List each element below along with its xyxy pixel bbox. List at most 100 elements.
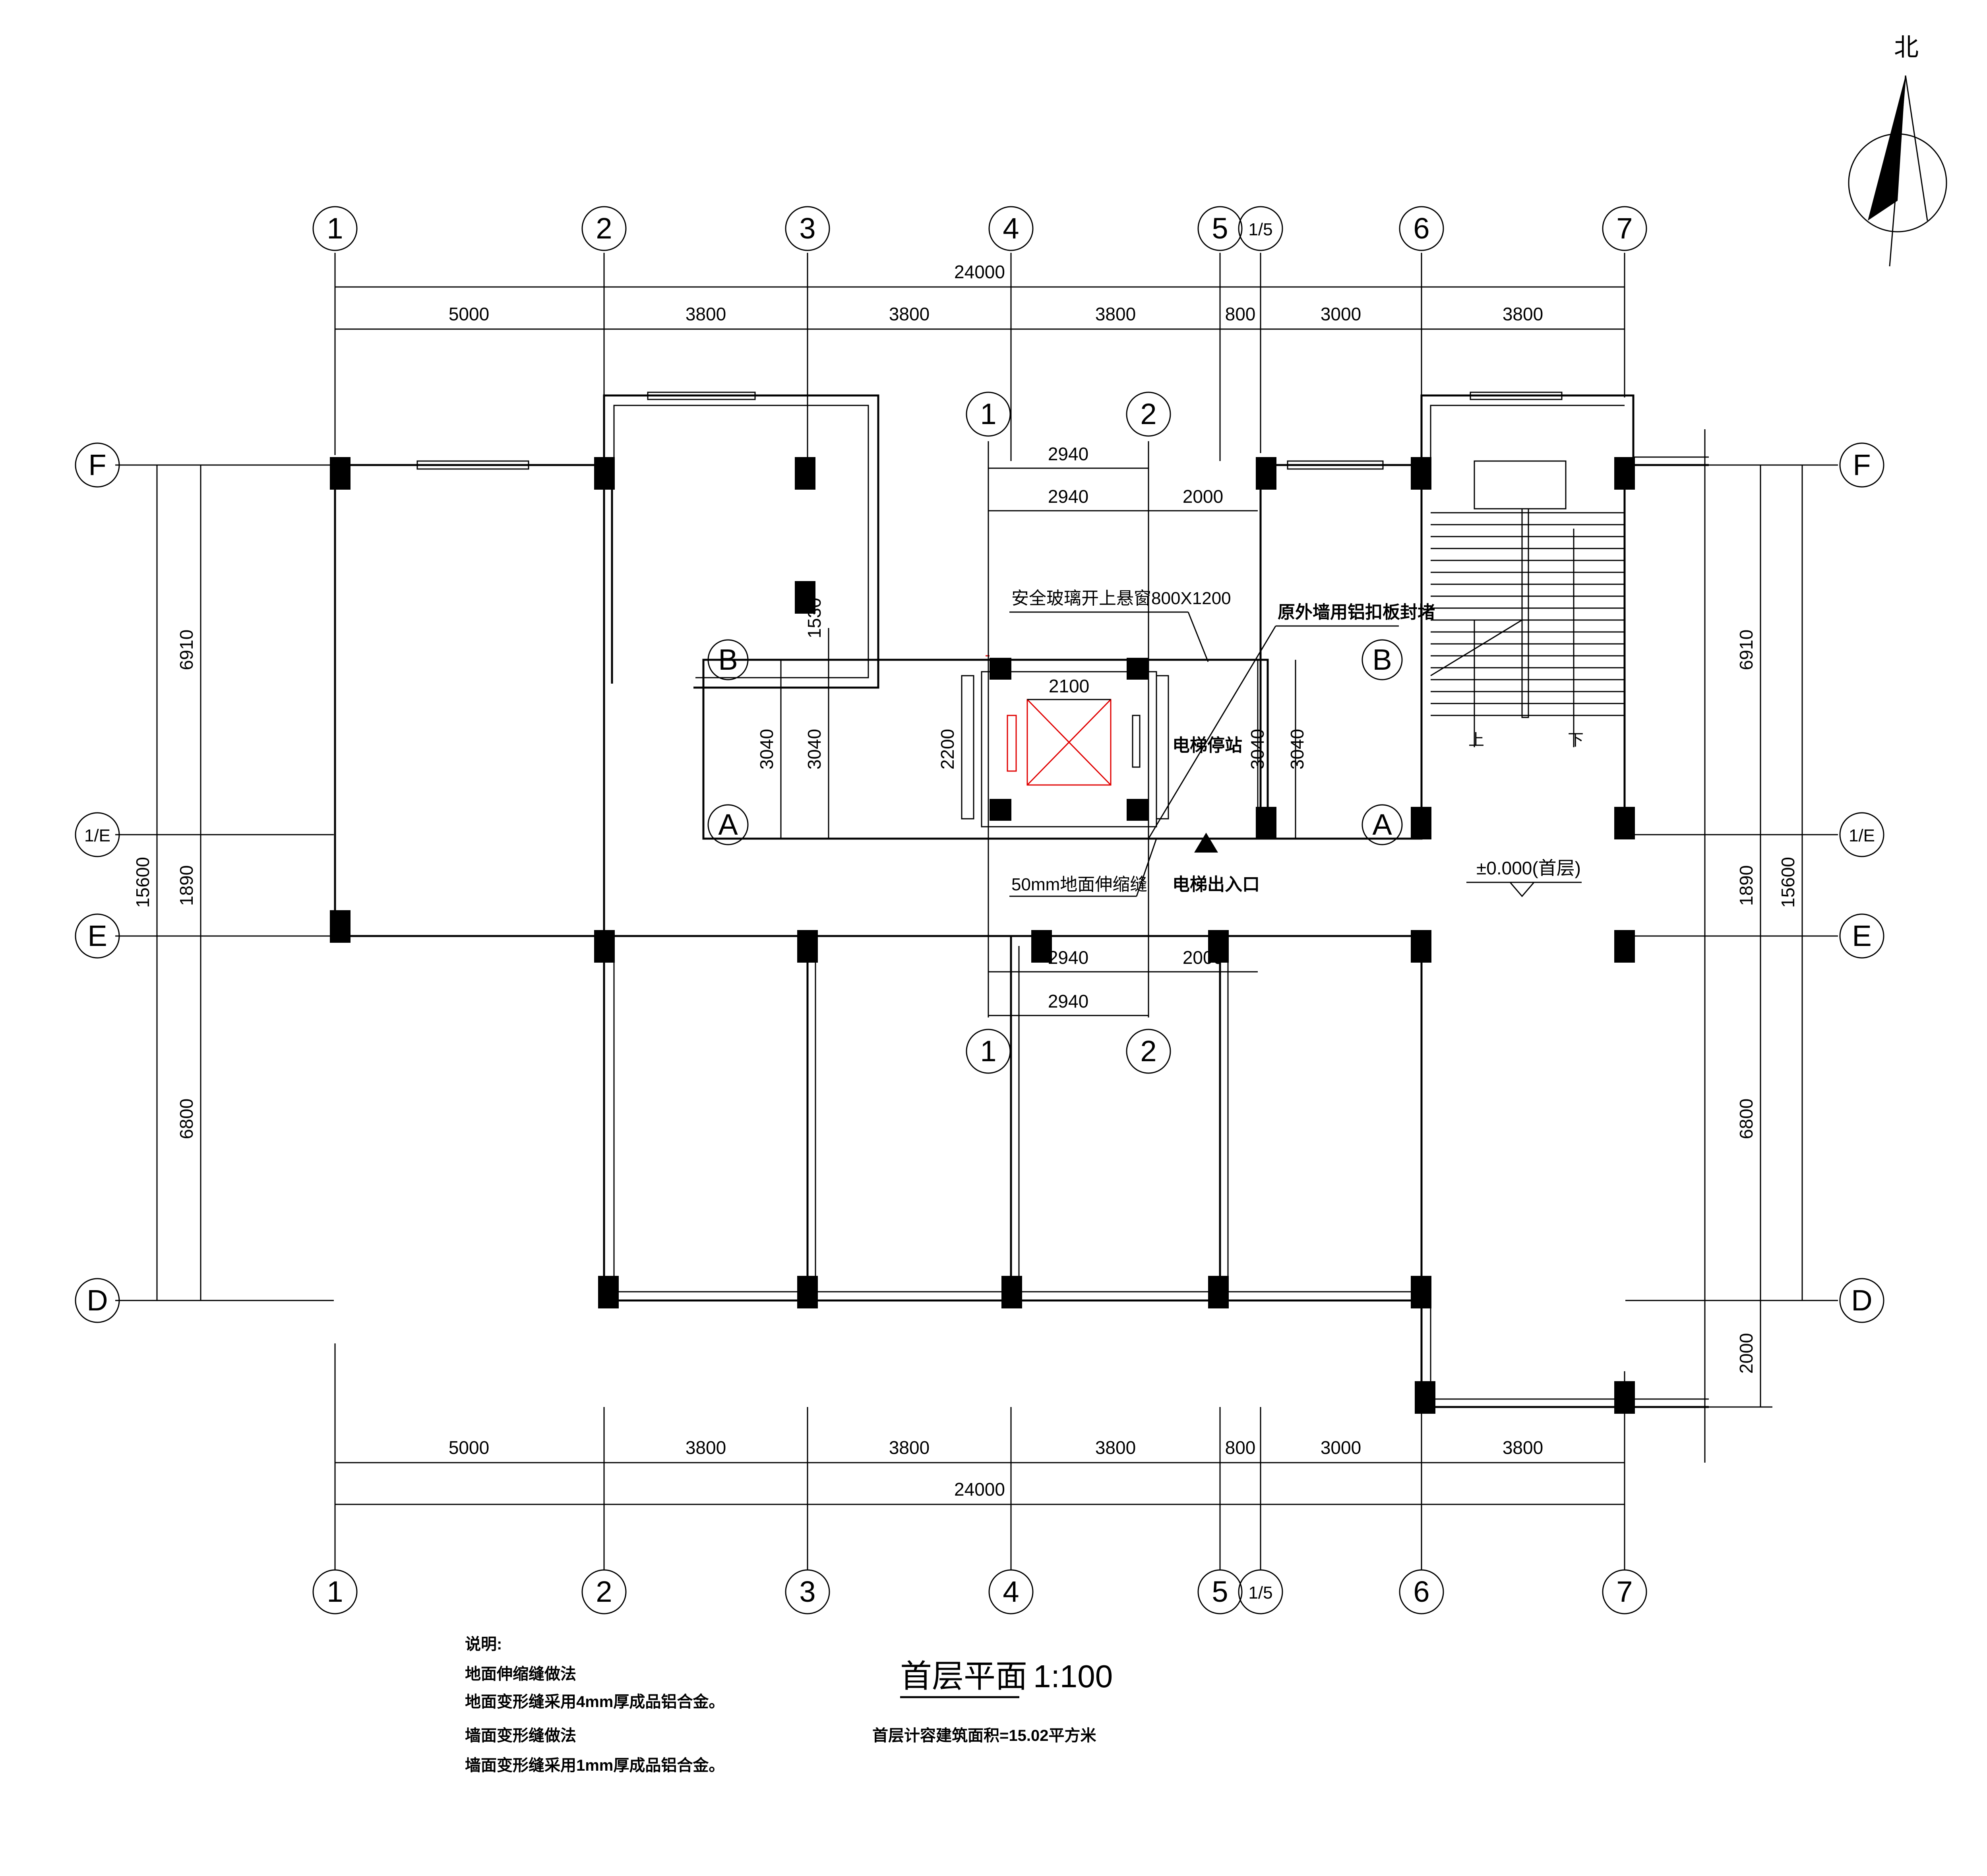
local-bubble-2-top xyxy=(1126,391,1171,437)
axis-label-1-top: 1 xyxy=(327,212,343,245)
dim-depth-2-right: 1890 xyxy=(1736,865,1757,906)
axis-bubble-F-right xyxy=(1839,442,1884,488)
axis-label-1-5-bottom: 1/5 xyxy=(1248,1583,1272,1603)
dim-bay-3-bottom: 3800 xyxy=(889,1437,930,1458)
local-label-A-right: A xyxy=(1372,808,1392,841)
dim-overall-width-top: 24000 xyxy=(954,262,1005,282)
axis-bubble-1E-right xyxy=(1839,812,1884,857)
local-label-B-right: B xyxy=(1372,643,1392,676)
local-label-A-left: A xyxy=(718,808,738,841)
axis-bubble-F-left xyxy=(75,442,120,488)
notes-heading: 说明: xyxy=(465,1636,502,1653)
stair-down-label: 下 xyxy=(1568,731,1584,749)
dim-bay-3-top: 3800 xyxy=(889,304,930,324)
top-dimensions: 24000 5000 3800 3800 3800 800 3000 3800 … xyxy=(335,262,1625,1505)
elevation-mark: ±0.000(首层) xyxy=(1476,858,1581,878)
axis-label-E-right: E xyxy=(1852,919,1871,952)
axis-label-2-top: 2 xyxy=(596,212,612,245)
dim-bay-2-top: 3800 xyxy=(686,304,726,324)
local-label-B-left: B xyxy=(718,643,738,676)
local-bubble-1-top xyxy=(966,391,1011,437)
local-bubble-1-bottom xyxy=(966,1029,1011,1074)
axis-bubble-1-top xyxy=(312,206,358,251)
dim-depth-3-right: 6800 xyxy=(1736,1099,1757,1139)
staircase: 上 下 xyxy=(1430,460,1625,749)
dim-depth-4-right: 2000 xyxy=(1736,1333,1757,1374)
axis-label-4-bottom: 4 xyxy=(1003,1575,1019,1608)
dim-bay-6-top: 3000 xyxy=(1321,304,1361,324)
dim-bay-1-bottom: 5000 xyxy=(449,1437,489,1458)
axis-label-D-left: D xyxy=(87,1284,108,1317)
axis-label-6-top: 6 xyxy=(1413,212,1429,245)
axis-label-1E-left: 1/E xyxy=(84,826,110,845)
axis-label-D-right: D xyxy=(1851,1284,1872,1317)
dim-bay-5-top: 800 xyxy=(1225,304,1256,324)
local-bubble-B-right xyxy=(1361,639,1403,680)
notes-line-1: 地面伸缩缝做法 xyxy=(465,1665,576,1683)
axis-label-1E-right: 1/E xyxy=(1849,826,1875,845)
dim-hall-depth-3: 3040 xyxy=(1247,729,1268,769)
dim-bay-4-bottom: 3800 xyxy=(1095,1437,1136,1458)
axis-bubbles-bottom: 1 2 3 4 5 1/5 6 7 xyxy=(312,1569,1647,1614)
wall-seal-note: 原外墙用铝扣板封堵 xyxy=(1278,603,1435,622)
dim-bay-7-bottom: 3800 xyxy=(1503,1437,1543,1458)
drawing-title: 首层平面 xyxy=(900,1659,1027,1694)
axis-bubble-2-bottom xyxy=(581,1569,627,1614)
axis-bubble-1E-left xyxy=(75,812,120,857)
dim-hall-depth-1: 3040 xyxy=(756,729,777,769)
window-note: 安全玻璃开上悬窗800X1200 xyxy=(1011,589,1231,608)
axis-bubble-6-top xyxy=(1399,206,1444,251)
dim-overall-depth-right: 15600 xyxy=(1778,857,1798,908)
axis-bubbles-local: 1 2 1 2 B A B A xyxy=(707,391,1403,1074)
local-bubble-A-left xyxy=(707,804,749,845)
dim-bay-1-top: 5000 xyxy=(449,304,489,324)
axis-label-4-top: 4 xyxy=(1003,212,1019,245)
local-bubble-A-right xyxy=(1361,804,1403,845)
dim-shaft-width: 2100 xyxy=(1049,676,1089,696)
axis-label-1-5-top: 1/5 xyxy=(1248,220,1272,239)
axis-bubble-5-bottom xyxy=(1197,1569,1243,1614)
local-label-2-bottom: 2 xyxy=(1140,1035,1156,1068)
axis-bubble-4-top xyxy=(988,206,1034,251)
axis-bubble-6-bottom xyxy=(1399,1569,1444,1614)
axis-bubble-3-bottom xyxy=(785,1569,830,1614)
local-bubble-B-left xyxy=(707,639,749,680)
dim-lift-w3: 2000 xyxy=(1183,486,1223,507)
axis-bubbles-rows: F 1/E E D F 1/E E D xyxy=(75,442,1884,1323)
north-label: 北 xyxy=(1894,34,1919,61)
axis-label-1-bottom: 1 xyxy=(327,1575,343,1608)
axis-bubble-E-left xyxy=(75,913,120,959)
notes-line-2: 地面变形缝采用4mm厚成品铝合金。 xyxy=(465,1693,724,1711)
local-label-2-top: 2 xyxy=(1140,397,1156,430)
dim-overall-depth-left: 15600 xyxy=(132,857,153,908)
axis-bubble-2-top xyxy=(581,206,627,251)
dim-depth-3-left: 6800 xyxy=(176,1099,197,1139)
local-label-1-bottom: 1 xyxy=(980,1035,996,1068)
axis-label-5-bottom: 5 xyxy=(1212,1575,1228,1608)
dim-depth-2-left: 1890 xyxy=(176,865,197,906)
dim-depth-1-right: 6910 xyxy=(1736,630,1757,670)
drawing-scale: 1:100 xyxy=(1033,1659,1113,1694)
structural-columns xyxy=(330,457,1635,1414)
north-arrow: 北 xyxy=(1848,34,1947,267)
axis-bubble-3-top xyxy=(785,206,830,251)
dim-bay-7-top: 3800 xyxy=(1503,304,1543,324)
axis-bubble-4-bottom xyxy=(988,1569,1034,1614)
local-bubble-2-bottom xyxy=(1126,1029,1171,1074)
axis-label-F-left: F xyxy=(88,448,106,481)
axis-label-7-top: 7 xyxy=(1616,212,1633,245)
dim-overall-width-bottom: 24000 xyxy=(954,1479,1005,1500)
lift-exit-label: 电梯出入口 xyxy=(1172,875,1260,894)
axis-bubbles-top: 1 2 3 4 5 1/5 6 7 xyxy=(312,206,1647,251)
dim-depth-1-left: 6910 xyxy=(176,630,197,670)
axis-label-2-bottom: 2 xyxy=(596,1575,612,1608)
dim-lift-w6: 2940 xyxy=(1048,991,1088,1012)
axis-label-E-left: E xyxy=(87,919,107,952)
notes: 说明: 地面伸缩缝做法 地面变形缝采用4mm厚成品铝合金。 墙面变形缝做法 墙面… xyxy=(465,1636,724,1774)
axis-extension-lines xyxy=(115,253,1838,1570)
dim-bay-6-bottom: 3000 xyxy=(1321,1437,1361,1458)
axis-bubble-7-top xyxy=(1602,206,1647,251)
dim-hall-depth-2: 3040 xyxy=(804,729,825,769)
notes-line-4: 墙面变形缝采用1mm厚成品铝合金。 xyxy=(465,1756,724,1774)
